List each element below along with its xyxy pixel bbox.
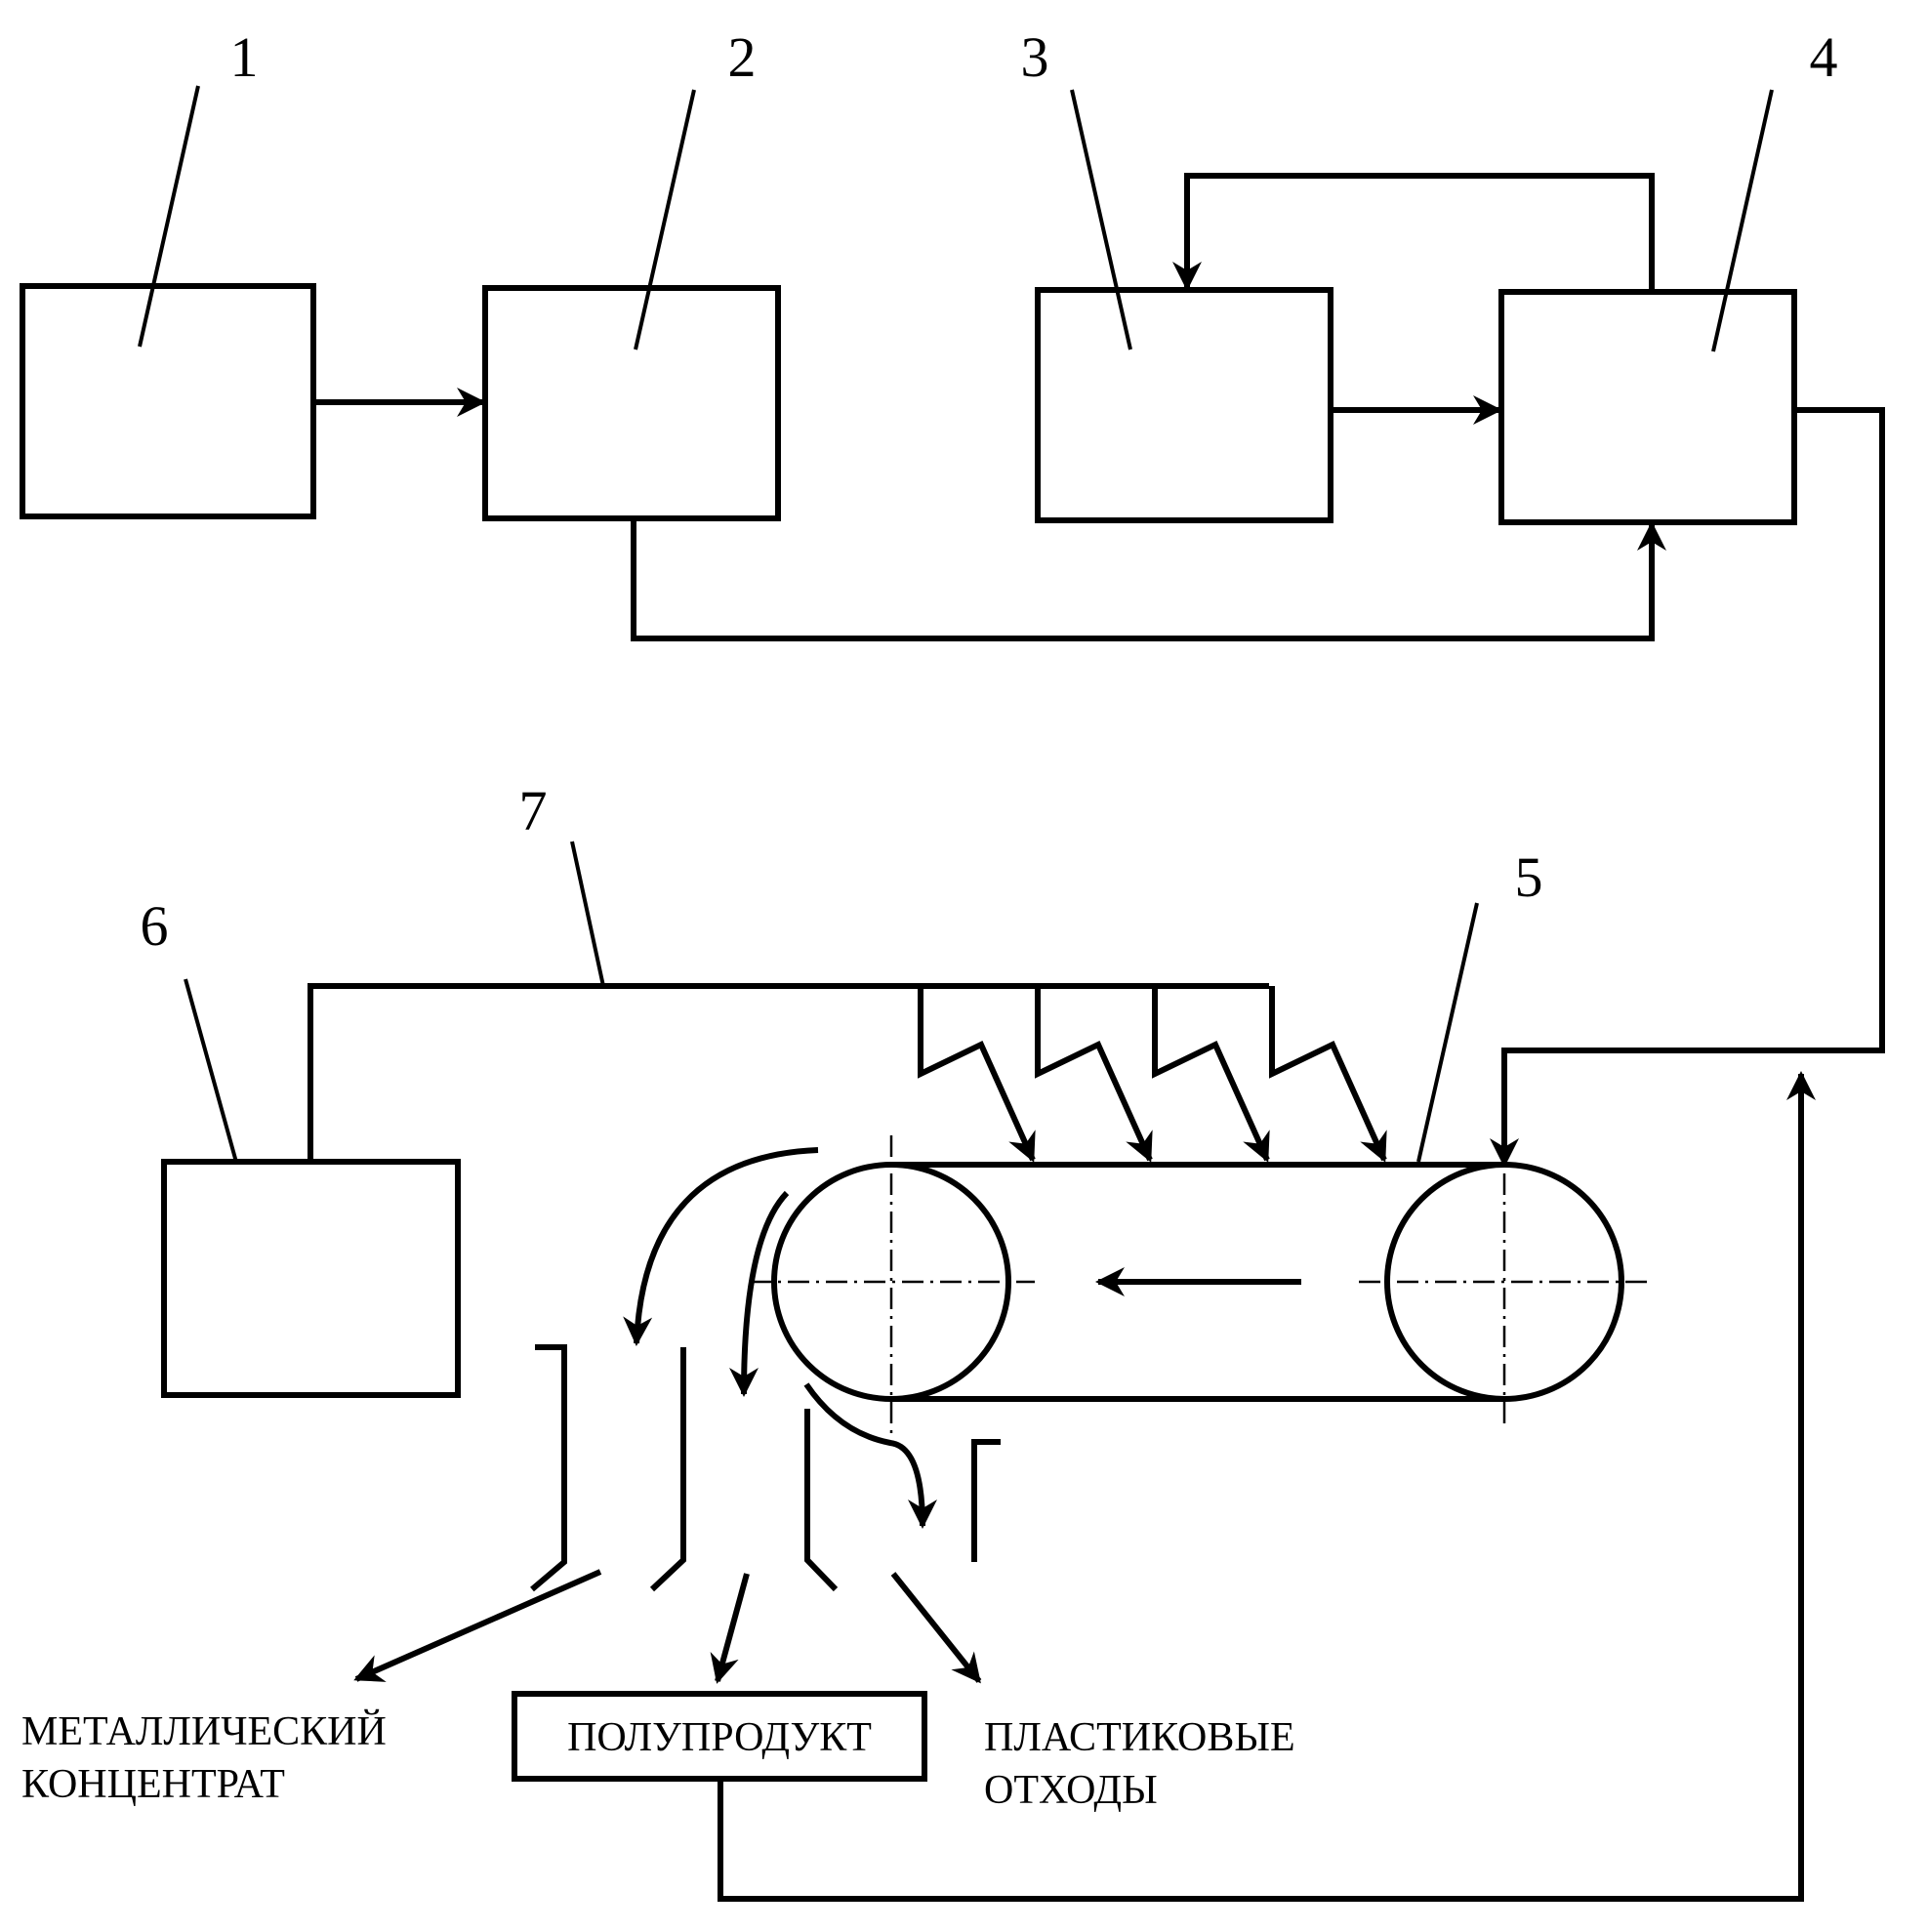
- splitter-plate-3: [807, 1409, 836, 1589]
- output-arrow-plastic: [893, 1574, 979, 1681]
- arrow-4-to-3-loop: [1187, 176, 1652, 292]
- emitter-arrow-1: [921, 986, 1033, 1160]
- block-4: [1501, 292, 1794, 522]
- label-5: 5: [1515, 845, 1543, 909]
- label-metal-line1: МЕТАЛЛИЧЕСКИЙ: [21, 1709, 387, 1754]
- label-metal-line2: КОНЦЕНТРАТ: [21, 1762, 285, 1807]
- label-plastic-line2: ОТХОДЫ: [984, 1768, 1158, 1813]
- leader-5: [1418, 903, 1477, 1162]
- label-1: 1: [230, 25, 259, 89]
- output-arrow-semi: [718, 1574, 747, 1681]
- label-4: 4: [1810, 25, 1838, 89]
- bus-line-7: [310, 986, 1269, 1162]
- splitter-plate-1: [532, 1347, 564, 1589]
- emitter-arrow-3: [1155, 986, 1267, 1160]
- label-plastic-line1: ПЛАСТИКОВЫЕ: [984, 1715, 1295, 1760]
- emitter-arrow-2: [1038, 986, 1150, 1160]
- leader-7: [572, 842, 603, 986]
- splitter-plate-2: [652, 1347, 683, 1589]
- arrow-2-to-4: [634, 518, 1652, 638]
- emitter-arrow-4: [1272, 986, 1384, 1160]
- splitter-plate-4: [974, 1442, 1001, 1562]
- trajectory-arrow-mid: [744, 1193, 787, 1394]
- block-6: [164, 1162, 458, 1395]
- recycle-line: [720, 1074, 1801, 1899]
- label-semi-product: ПОЛУПРОДУКТ: [567, 1715, 872, 1760]
- label-7: 7: [519, 779, 548, 843]
- block-2: [485, 288, 778, 518]
- label-3: 3: [1021, 25, 1049, 89]
- label-2: 2: [728, 25, 757, 89]
- output-arrow-metal: [356, 1572, 600, 1679]
- trajectory-arrow-near: [806, 1384, 923, 1526]
- label-6: 6: [141, 894, 169, 958]
- trajectory-arrow-far: [636, 1150, 818, 1343]
- block-3: [1038, 290, 1331, 520]
- block-1: [22, 286, 313, 516]
